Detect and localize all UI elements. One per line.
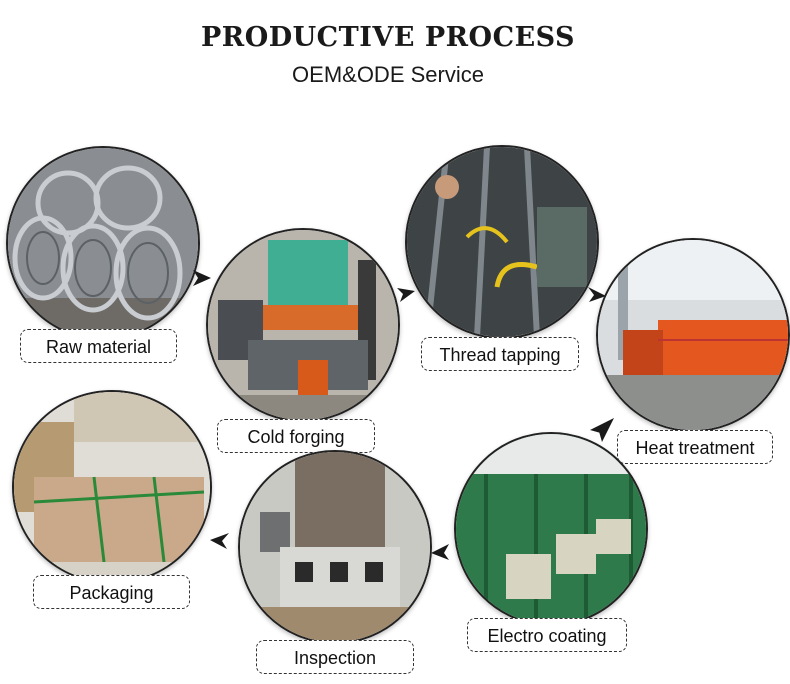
- raw-material-photo: [6, 146, 200, 340]
- inspection-photo: [238, 450, 432, 644]
- arrow-left-icon: [204, 529, 234, 553]
- electro-coating-photo: [454, 432, 648, 626]
- arrow-left-icon: [428, 540, 452, 564]
- arrow-right-icon: [394, 282, 418, 306]
- step-label-raw-material: Raw material: [20, 329, 177, 363]
- thread-tapping-photo: [405, 145, 599, 339]
- step-label-thread-tapping: Thread tapping: [421, 337, 579, 371]
- arrow-right-icon: [190, 266, 214, 290]
- step-label-packaging: Packaging: [33, 575, 190, 609]
- page-subtitle: OEM&ODE Service: [292, 62, 484, 87]
- cold-forging-photo: [206, 228, 400, 422]
- step-label-electro-coating: Electro coating: [467, 618, 627, 652]
- step-label-cold-forging: Cold forging: [217, 419, 375, 453]
- arrow-down-left-icon: [586, 414, 618, 446]
- heat-treatment-photo: [596, 238, 790, 432]
- step-label-heat-treatment: Heat treatment: [617, 430, 773, 464]
- step-label-inspection: Inspection: [256, 640, 414, 674]
- page-title: PRODUCTIVE PROCESS: [200, 22, 576, 53]
- packaging-photo: [12, 390, 212, 584]
- arrow-right-icon: [585, 282, 609, 306]
